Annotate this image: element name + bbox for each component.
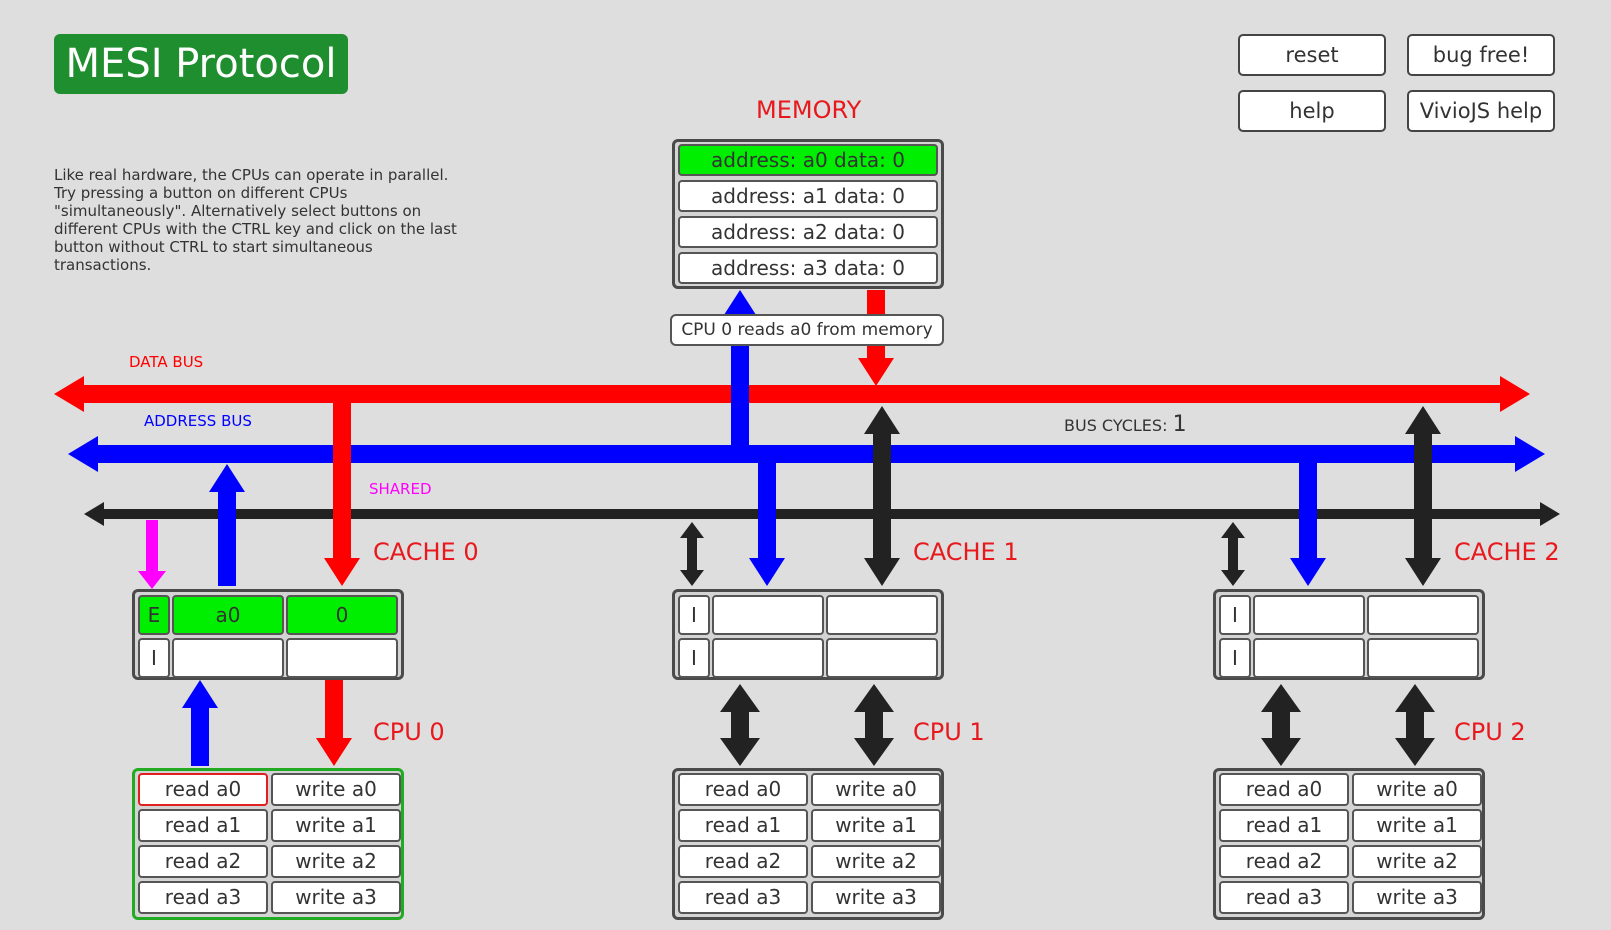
data-bus bbox=[54, 376, 1530, 412]
cache0-label: CACHE 0 bbox=[373, 538, 479, 566]
cache2-line0-state: I bbox=[1219, 595, 1251, 635]
instructions-text: Like real hardware, the CPUs can operate… bbox=[54, 166, 457, 274]
reset-button[interactable]: reset bbox=[1238, 34, 1386, 76]
cpu1-label: CPU 1 bbox=[913, 718, 985, 746]
cache1-line1-data bbox=[826, 638, 938, 678]
cpu2-read-a1-button[interactable]: read a1 bbox=[1219, 809, 1349, 842]
cpu0-write-a0-button[interactable]: write a0 bbox=[271, 773, 401, 806]
cpu0-read-a2-button[interactable]: read a2 bbox=[138, 845, 268, 878]
cpu1-read-a1-button[interactable]: read a1 bbox=[678, 809, 808, 842]
cache2-shared-arrow bbox=[1221, 522, 1245, 586]
cpu1-write-a2-button[interactable]: write a2 bbox=[811, 845, 941, 878]
memory-row-a2: address: a2 data: 0 bbox=[678, 216, 938, 248]
cache1-label: CACHE 1 bbox=[913, 538, 1019, 566]
cache2-address-arrow bbox=[1290, 462, 1326, 586]
shared-signal-arrow bbox=[138, 520, 166, 589]
cache1-address-arrow bbox=[749, 462, 785, 586]
cpu0-write-a3-button[interactable]: write a3 bbox=[271, 881, 401, 914]
cache0-address-arrow bbox=[209, 464, 245, 586]
cpu2-read-a2-button[interactable]: read a2 bbox=[1219, 845, 1349, 878]
cache2-data-arrow bbox=[1405, 406, 1441, 586]
cpu2-data-arrow bbox=[1395, 684, 1435, 766]
help-button[interactable]: help bbox=[1238, 90, 1386, 132]
cpu1-address-arrow bbox=[720, 684, 760, 766]
page-title: MESI Protocol bbox=[54, 34, 348, 94]
cache1-line1-state: I bbox=[678, 638, 710, 678]
cpu1-read-a2-button[interactable]: read a2 bbox=[678, 845, 808, 878]
cache0-line1-address bbox=[172, 638, 284, 678]
cache1-line0-address bbox=[712, 595, 824, 635]
memory-panel: address: a0 data: 0 address: a1 data: 0 ad… bbox=[672, 139, 944, 289]
cpu1-write-a3-button[interactable]: write a3 bbox=[811, 881, 941, 914]
bus-cycles-separator: : bbox=[1162, 416, 1173, 435]
cpu2-write-a2-button[interactable]: write a2 bbox=[1352, 845, 1482, 878]
shared-bus bbox=[84, 502, 1560, 526]
memory-row-a3: address: a3 data: 0 bbox=[678, 252, 938, 284]
cache1-line1-address bbox=[712, 638, 824, 678]
address-bus bbox=[68, 436, 1545, 472]
cpu0-label: CPU 0 bbox=[373, 718, 445, 746]
cache0-line0-state: E bbox=[138, 595, 170, 635]
memory-row-a0: address: a0 data: 0 bbox=[678, 144, 938, 176]
bug-free-button[interactable]: bug free! bbox=[1407, 34, 1555, 76]
memory-label: MEMORY bbox=[756, 96, 862, 124]
cpu2-write-a0-button[interactable]: write a0 bbox=[1352, 773, 1482, 806]
cpu1-write-a1-button[interactable]: write a1 bbox=[811, 809, 941, 842]
cache0-line1-data bbox=[286, 638, 398, 678]
shared-bus-label: SHARED bbox=[369, 480, 432, 498]
cache2-line1-state: I bbox=[1219, 638, 1251, 678]
status-message: CPU 0 reads a0 from memory bbox=[670, 314, 944, 346]
cpu0-write-a1-button[interactable]: write a1 bbox=[271, 809, 401, 842]
cpu1-read-a3-button[interactable]: read a3 bbox=[678, 881, 808, 914]
cache2-line0-address bbox=[1253, 595, 1365, 635]
cache2-line0-data bbox=[1367, 595, 1479, 635]
cache0-line1-state: I bbox=[138, 638, 170, 678]
cpu0-read-a3-button[interactable]: read a3 bbox=[138, 881, 268, 914]
cpu2-read-a3-button[interactable]: read a3 bbox=[1219, 881, 1349, 914]
cache1-line0-state: I bbox=[678, 595, 710, 635]
cpu2-label: CPU 2 bbox=[1454, 718, 1526, 746]
cache2-line1-data bbox=[1367, 638, 1479, 678]
cpu0-read-a1-button[interactable]: read a1 bbox=[138, 809, 268, 842]
cache2-label: CACHE 2 bbox=[1454, 538, 1560, 566]
cpu2-address-arrow bbox=[1261, 684, 1301, 766]
cache2-line1-address bbox=[1253, 638, 1365, 678]
cpu0-address-arrow bbox=[182, 680, 218, 766]
bus-cycles-value: 1 bbox=[1172, 412, 1187, 437]
cache0-line0-address: a0 bbox=[172, 595, 284, 635]
memory-row-a1: address: a1 data: 0 bbox=[678, 180, 938, 212]
bus-cycles-label: BUS CYCLES bbox=[1064, 416, 1163, 435]
bus-cycles-counter: BUS CYCLES: 1 bbox=[1064, 412, 1187, 437]
cpu0-write-a2-button[interactable]: write a2 bbox=[271, 845, 401, 878]
cpu0-read-a0-button[interactable]: read a0 bbox=[138, 773, 268, 806]
cpu1-read-a0-button[interactable]: read a0 bbox=[678, 773, 808, 806]
cache0-line0-data: 0 bbox=[286, 595, 398, 635]
cpu2-write-a3-button[interactable]: write a3 bbox=[1352, 881, 1482, 914]
cpu2-write-a1-button[interactable]: write a1 bbox=[1352, 809, 1482, 842]
cache1-data-arrow bbox=[864, 406, 900, 586]
address-bus-label: ADDRESS BUS bbox=[144, 412, 252, 430]
data-bus-label: DATA BUS bbox=[129, 353, 204, 371]
cpu0-data-arrow bbox=[316, 680, 352, 766]
cpu1-write-a0-button[interactable]: write a0 bbox=[811, 773, 941, 806]
cpu1-data-arrow bbox=[854, 684, 894, 766]
viviojs-help-button[interactable]: VivioJS help bbox=[1407, 90, 1555, 132]
cpu2-read-a0-button[interactable]: read a0 bbox=[1219, 773, 1349, 806]
cache0-data-arrow bbox=[324, 402, 360, 586]
cache1-shared-arrow bbox=[680, 522, 704, 586]
cache1-line0-data bbox=[826, 595, 938, 635]
